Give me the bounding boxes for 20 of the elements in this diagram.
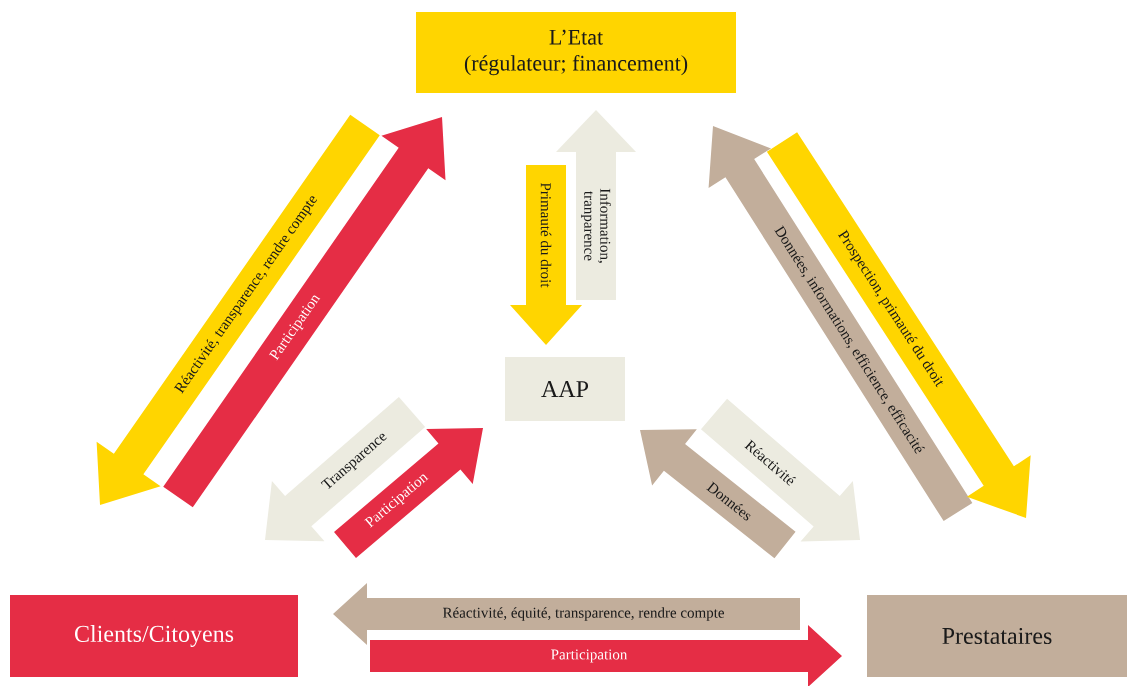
- agency-box: AAP: [505, 357, 625, 421]
- edge-label: Primauté du droit: [540, 182, 552, 288]
- state-box: L’Etat (régulateur; financement): [416, 12, 736, 93]
- clients-box: Clients/Citoyens: [10, 595, 298, 677]
- arrow: [96, 114, 380, 505]
- edge-label: Réactivité, équité, transparence, rendre compte: [442, 607, 724, 621]
- arrow: [708, 126, 973, 522]
- arrow: [556, 110, 636, 300]
- arrow: [334, 428, 483, 558]
- arrow: [700, 398, 860, 542]
- arrow: [265, 396, 426, 542]
- arrow: [766, 132, 1031, 518]
- arrow: [333, 583, 800, 645]
- edge-label: Participation: [551, 649, 628, 663]
- arrow: [510, 165, 582, 345]
- providers-box: Prestataires: [867, 595, 1127, 677]
- arrow: [370, 625, 842, 686]
- edge-label: Information, tranparence: [581, 188, 611, 263]
- arrow: [163, 117, 446, 508]
- arrow: [640, 429, 796, 559]
